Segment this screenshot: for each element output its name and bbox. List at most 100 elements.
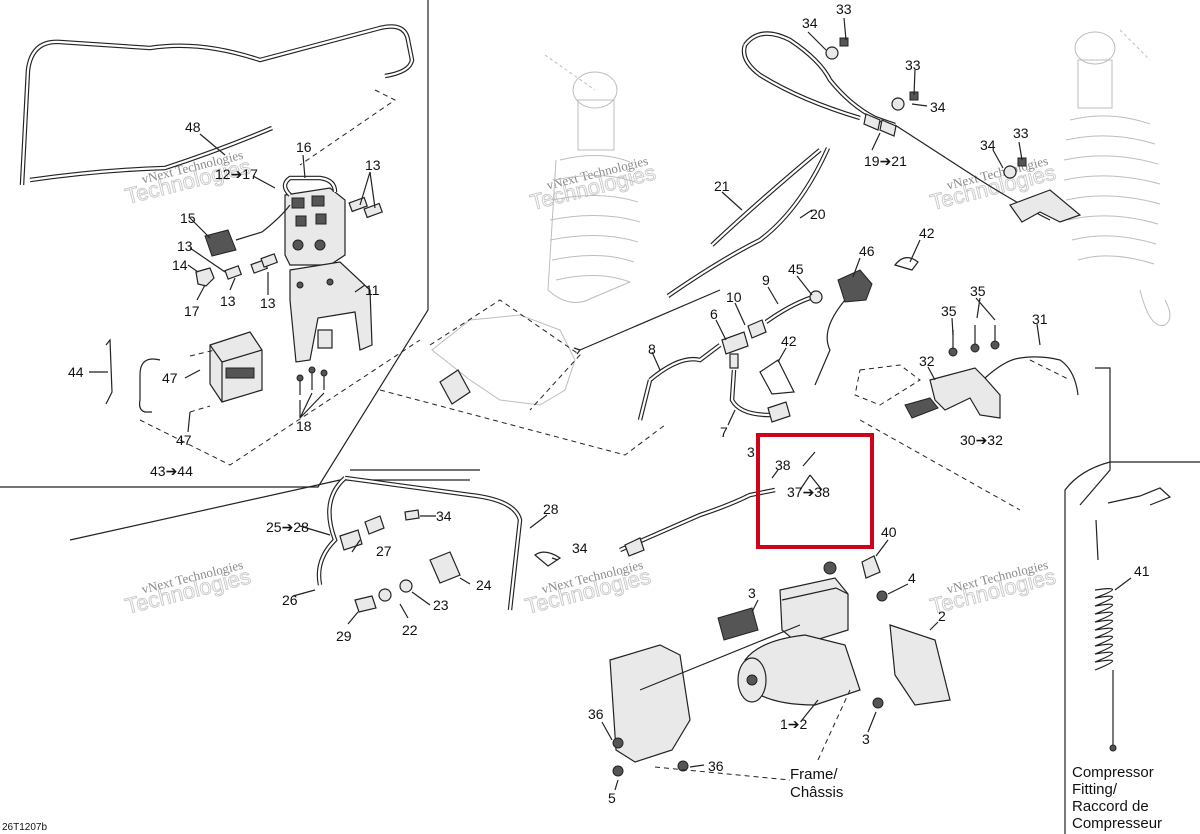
strap-34 <box>534 551 562 567</box>
compressor-fitting-inset <box>1064 461 1200 834</box>
frame-caption: Châssis <box>790 784 843 801</box>
part-label: 36 <box>708 758 724 774</box>
part-label: 3 <box>862 731 870 747</box>
watermark: Technologies vNext Technologies <box>522 557 654 619</box>
frame-bracket <box>609 644 691 763</box>
hose-network-upper <box>666 31 1082 298</box>
tee-fitting-19 <box>863 113 881 131</box>
valve-block <box>282 175 346 266</box>
part-label: 36 <box>588 706 604 722</box>
fitting-45 <box>809 290 823 304</box>
nut-36 <box>612 737 624 749</box>
part-label: 5 <box>608 790 616 806</box>
part-label: 13 <box>177 238 193 254</box>
pressure-sensor-46 <box>837 269 873 303</box>
module-47 <box>209 331 263 403</box>
leader-31 <box>1079 367 1111 506</box>
strap-42-top <box>893 257 919 271</box>
hose-7 <box>729 369 771 418</box>
hose-20 <box>666 147 831 298</box>
part-label: 2 <box>938 608 946 624</box>
part-label: 3 <box>748 585 756 601</box>
part-label: 43➔44 <box>150 463 193 479</box>
part-label: 21 <box>714 178 730 194</box>
compressor-caption: Fitting/ <box>1072 781 1118 798</box>
compressor-caption: Compresseur <box>1072 815 1162 832</box>
part-label: 34 <box>930 99 946 115</box>
valve-block-inset <box>0 0 429 488</box>
bolt-3 <box>872 697 884 709</box>
part-label: 3 <box>747 444 755 460</box>
clips-33-34 <box>825 37 1027 179</box>
valve-ghost <box>379 289 1021 511</box>
part-label: 20 <box>810 206 826 222</box>
rod-44 <box>105 338 113 405</box>
part-label: 47 <box>162 370 178 386</box>
fitting-10 <box>747 319 767 339</box>
part-label: 38 <box>775 457 791 473</box>
part-label: 33 <box>1013 125 1029 141</box>
part-label: 10 <box>726 289 742 305</box>
hose-assembly-center <box>637 257 1111 506</box>
connector-3 <box>717 607 759 641</box>
shock-absorber-left <box>544 54 641 303</box>
leader-lines <box>89 17 1132 791</box>
reference-code: 26T1207b <box>2 822 47 833</box>
bolts-18 <box>296 366 328 395</box>
part-label: 7 <box>720 424 728 440</box>
part-label: 33 <box>905 57 921 73</box>
part-label: 48 <box>185 119 201 135</box>
part-label: 34 <box>802 15 818 31</box>
part-label: 8 <box>648 341 656 357</box>
captions: Frame/ Châssis Compressor Fitting/ Racco… <box>2 764 1162 833</box>
frame-caption: Frame/ <box>790 766 838 783</box>
watermark: Technologies vNext Technologies <box>122 557 254 619</box>
strap-42-mid <box>759 359 795 395</box>
washer-22 <box>378 588 392 602</box>
part-label: 13 <box>260 295 276 311</box>
compressor-head <box>779 577 849 646</box>
hose-assembly-lower <box>69 469 776 613</box>
inset-border <box>0 0 429 488</box>
part-labels: 48 16 12➔17 13 15 13 14 13 13 17 11 44 4… <box>68 1 1150 806</box>
part-label: 6 <box>710 306 718 322</box>
tee-fitting-6 <box>721 331 749 355</box>
part-label: 42 <box>781 333 797 349</box>
hose-8 <box>648 343 722 382</box>
part-label: 34 <box>436 508 452 524</box>
compressor-motor <box>744 634 861 706</box>
part-label: 14 <box>172 257 188 273</box>
part-label: 32 <box>919 353 935 369</box>
bracket-11 <box>289 261 373 363</box>
part-label: 12➔17 <box>215 166 258 182</box>
part-label: 18 <box>296 418 312 434</box>
bolt-4 <box>876 590 888 602</box>
part-label: 9 <box>762 272 770 288</box>
part-label: 44 <box>68 364 84 380</box>
part-label: 19➔21 <box>864 153 907 169</box>
part-label: 4 <box>908 570 916 586</box>
watermark: Technologies vNext Technologies <box>527 153 659 215</box>
part-label: 28 <box>543 501 559 517</box>
part-label: 30➔32 <box>960 432 1003 448</box>
part-label: 1➔2 <box>780 716 808 732</box>
part-label: 15 <box>180 210 196 226</box>
fitting-24 <box>429 551 461 584</box>
air-compressor <box>609 555 951 781</box>
o-ring-23 <box>399 579 413 593</box>
part-label: 29 <box>336 628 352 644</box>
part-label: 24 <box>476 577 492 593</box>
part-label: 11 <box>365 282 380 298</box>
part-label: 34 <box>572 540 588 556</box>
part-label: 25➔28 <box>266 519 309 535</box>
part-label: 16 <box>296 139 312 155</box>
part-label: 27 <box>376 543 392 559</box>
part-label: 33 <box>836 1 852 17</box>
part-label: 26 <box>282 592 298 608</box>
connector-15 <box>204 204 291 257</box>
part-label: 40 <box>881 524 897 540</box>
hose-28 <box>344 475 523 611</box>
part-label: 22 <box>402 622 418 638</box>
fitting-27 <box>339 529 363 551</box>
part-label: 13 <box>365 157 381 173</box>
